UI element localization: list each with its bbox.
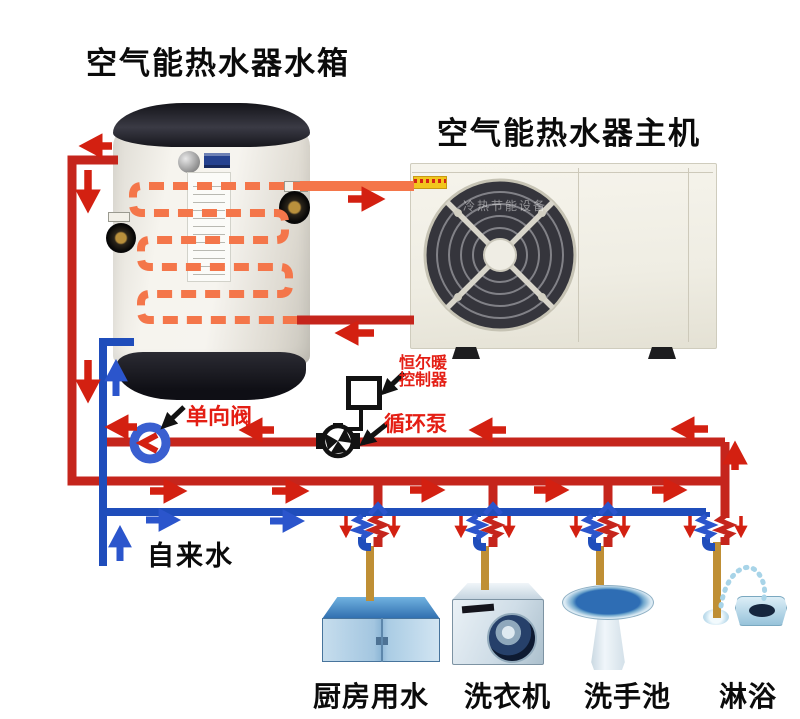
- cold-flex-connectors: [348, 501, 719, 541]
- tank-outlet-port-icon: [279, 191, 310, 224]
- circulation-pump-label: 循环泵: [384, 413, 447, 436]
- tap-water-label: 自来水: [147, 541, 234, 571]
- tank-inlet-port-icon: [106, 223, 136, 253]
- check-valve-pointer: [160, 405, 186, 430]
- circulation-pump-icon: [316, 423, 360, 459]
- washing-machine: [452, 583, 544, 665]
- heat-pump-foot: [452, 347, 480, 359]
- fixture-label-basin: 洗手池: [584, 681, 672, 712]
- main-unit-title: 空气能热水器主机: [437, 116, 701, 151]
- cabinet-handle: [383, 637, 389, 645]
- tank-emblem-icon: [178, 151, 200, 173]
- tank-brand-logo: [204, 153, 230, 168]
- cold-cross-chevron: [483, 501, 503, 516]
- fixture-label-shower: 淋浴: [719, 681, 778, 712]
- shower-splash: [703, 609, 729, 625]
- heat-pump-top-seam: [412, 172, 713, 173]
- basin-bowl: [562, 585, 654, 620]
- cold-cross-chevron: [368, 501, 388, 516]
- controller-wire: [342, 410, 363, 436]
- controller-box-icon: [346, 376, 382, 410]
- controller-label: 恒尔暖 控制器: [399, 355, 447, 389]
- controller-brand-line: 恒尔暖: [399, 355, 448, 372]
- kitchen-sink-cabinet: [322, 597, 440, 663]
- tank-title: 空气能热水器水箱: [86, 46, 350, 81]
- fan-watermark-text: 冷热节能设备: [462, 199, 547, 213]
- check-valve-icon: [129, 422, 171, 464]
- cabinet-handle: [376, 637, 382, 645]
- basin-pedestal: [591, 614, 625, 670]
- washer-door-icon: [487, 613, 537, 663]
- shower-drain: [749, 604, 775, 617]
- fixture-label-washer: 洗衣机: [464, 681, 552, 712]
- washer-top: [452, 583, 544, 600]
- heat-pump-warning-label: [413, 176, 447, 189]
- heat-pump-foot: [648, 347, 676, 359]
- wash-basin: [562, 578, 654, 670]
- water-tank-base: [117, 352, 306, 400]
- heat-pump-panel-seam: [688, 168, 689, 342]
- fixture-outlet-arrows: [339, 516, 748, 539]
- controller-device-line: 控制器: [399, 372, 448, 389]
- cold-cross-chevron: [598, 501, 618, 516]
- cabinet-divider: [381, 618, 383, 662]
- tank-spec-sticker: [187, 172, 231, 282]
- fixture-label-kitchen: 厨房用水: [313, 681, 430, 712]
- tank-port-tag-left: [108, 212, 130, 222]
- water-tank-top-cap: [113, 103, 310, 147]
- hot-flex-connectors: [364, 513, 738, 541]
- check-valve-label: 单向阀: [186, 404, 253, 429]
- cabinet-top: [322, 597, 440, 619]
